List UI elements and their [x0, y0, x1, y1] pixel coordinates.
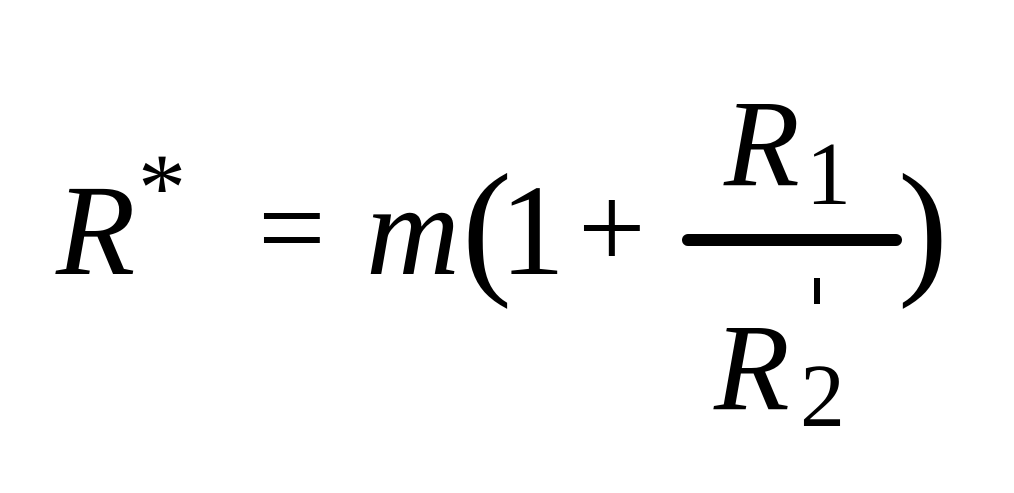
numerator-variable-r: R — [724, 75, 800, 212]
constant-one: 1 — [500, 159, 565, 303]
numerator-subscript: 1 — [806, 125, 851, 224]
fraction-bar — [682, 234, 902, 246]
denominator-subscript: 2 — [800, 347, 845, 446]
prime-mark — [814, 278, 820, 304]
denominator-variable-r: R — [714, 299, 790, 436]
plus-sign: + — [578, 161, 646, 294]
coefficient-m: m — [366, 159, 460, 303]
lhs-superscript-star: * — [138, 134, 186, 241]
lhs-variable-r: R — [56, 159, 136, 303]
right-parenthesis: ) — [898, 144, 948, 310]
left-parenthesis: ( — [462, 144, 512, 310]
equals-sign: = — [258, 161, 326, 294]
